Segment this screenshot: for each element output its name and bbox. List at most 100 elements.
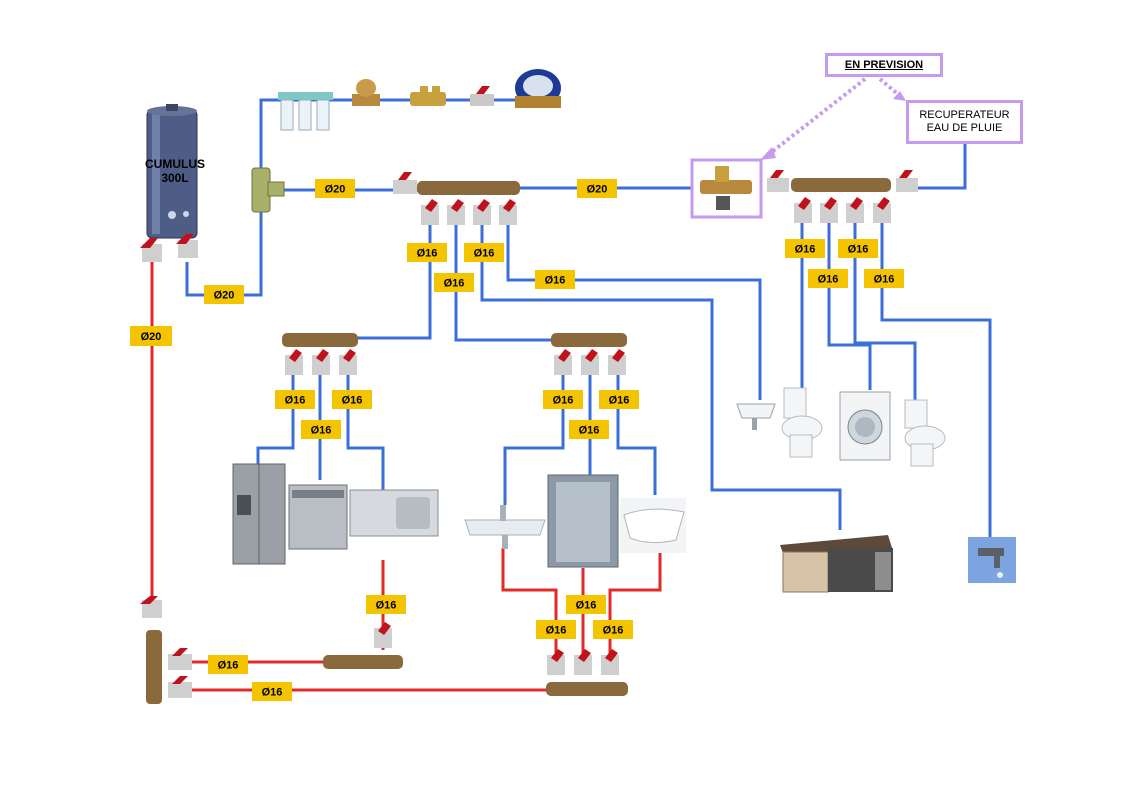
label-d20: Ø20 <box>577 179 617 198</box>
svg-text:Ø16: Ø16 <box>444 278 465 290</box>
arrow-head-recuperator <box>893 91 906 101</box>
label-d20: Ø20 <box>204 285 244 304</box>
label-d16: Ø16 <box>536 620 576 639</box>
arrow-to-recuperator <box>878 77 902 98</box>
garden-shed-icon <box>780 535 893 593</box>
svg-text:Ø16: Ø16 <box>874 274 895 286</box>
water-heater-label-line2: 300L <box>161 171 189 185</box>
label-d16: Ø16 <box>535 270 575 289</box>
washing-machine-icon <box>839 391 891 461</box>
cold-tank-feed <box>185 193 263 297</box>
check-valve-icon <box>410 86 446 106</box>
svg-text:Ø16: Ø16 <box>285 395 306 407</box>
svg-text:Ø16: Ø16 <box>376 600 397 612</box>
label-d16: Ø16 <box>464 243 504 262</box>
cold-branch-bath-manifold <box>454 222 560 342</box>
water-filters-icon <box>278 92 333 131</box>
svg-text:Ø20: Ø20 <box>141 331 162 343</box>
label-d16: Ø16 <box>569 420 609 439</box>
svg-text:Ø16: Ø16 <box>311 425 332 437</box>
svg-text:Ø16: Ø16 <box>474 248 495 260</box>
svg-text:Ø16: Ø16 <box>218 660 239 672</box>
label-d16: Ø16 <box>208 655 248 674</box>
cold-drop-sink <box>346 372 385 490</box>
hot-manifold-kitchen <box>323 622 403 669</box>
en-prevision-note: EN PREVISION <box>825 53 943 77</box>
arrow-head-disconnector <box>760 147 776 160</box>
rainwater-recuperator-line1: RECUPERATEUR <box>919 109 1010 121</box>
cold-drop-fridge <box>256 372 295 465</box>
backflow-disconnector-icon <box>690 158 763 219</box>
bathroom-basin-icon <box>464 505 546 549</box>
rainwater-recuperator-box: RECUPERATEUR EAU DE PLUIE <box>906 100 1023 144</box>
svg-text:Ø16: Ø16 <box>795 244 816 256</box>
svg-text:Ø20: Ø20 <box>214 290 235 302</box>
cold-branch-shed <box>480 222 842 530</box>
ball-valve-icon <box>470 86 494 106</box>
svg-text:Ø16: Ø16 <box>609 395 630 407</box>
tank-valve-cold-icon <box>176 234 198 258</box>
cold-pipes <box>185 98 992 540</box>
svg-text:Ø16: Ø16 <box>262 687 283 699</box>
svg-text:Ø16: Ø16 <box>342 395 363 407</box>
label-d16: Ø16 <box>301 420 341 439</box>
label-d20: Ø20 <box>315 179 355 198</box>
cold-branch-washbasin <box>506 222 762 400</box>
toilet-2-icon <box>904 399 946 467</box>
svg-text:Ø16: Ø16 <box>417 248 438 260</box>
cold-manifold-right <box>767 170 918 223</box>
outdoor-tap-icon <box>968 537 1016 583</box>
label-d16: Ø16 <box>332 390 372 409</box>
label-d16: Ø16 <box>366 595 406 614</box>
label-d16: Ø16 <box>566 595 606 614</box>
tank-valve-hot-icon <box>140 238 162 262</box>
label-d16: Ø16 <box>543 390 583 409</box>
svg-text:Ø16: Ø16 <box>848 244 869 256</box>
washbasin-small-icon <box>736 403 776 430</box>
svg-text:Ø20: Ø20 <box>325 184 346 196</box>
cold-drop-bathtub <box>616 372 657 495</box>
cold-manifold-bath <box>551 333 627 375</box>
svg-text:Ø20: Ø20 <box>587 184 608 196</box>
cold-manifold-main <box>393 172 520 225</box>
label-d16: Ø16 <box>808 269 848 288</box>
bathtub-icon <box>620 498 686 553</box>
svg-text:Ø16: Ø16 <box>579 425 600 437</box>
rainwater-recuperator-line2: EAU DE PLUIE <box>926 122 1003 134</box>
label-d16: Ø16 <box>785 239 825 258</box>
label-d16: Ø16 <box>407 243 447 262</box>
filter-chain <box>278 69 561 131</box>
water-heater-label-line1: CUMULUS <box>145 157 205 171</box>
svg-text:Ø16: Ø16 <box>553 395 574 407</box>
svg-text:Ø16: Ø16 <box>603 625 624 637</box>
arrow-to-disconnector <box>766 77 867 157</box>
label-d16: Ø16 <box>593 620 633 639</box>
label-d16: Ø16 <box>864 269 904 288</box>
label-d16: Ø16 <box>275 390 315 409</box>
water-heater <box>146 104 198 239</box>
refrigerator-icon <box>232 463 286 565</box>
pipe-labels: Ø20 Ø20 Ø20 Ø20 Ø16 Ø16 Ø16 Ø16 Ø16 Ø16 … <box>130 179 904 701</box>
hot-manifold-bath <box>546 649 628 696</box>
svg-text:Ø16: Ø16 <box>576 600 597 612</box>
cold-drop-wc2 <box>853 222 917 405</box>
svg-text:Ø16: Ø16 <box>546 625 567 637</box>
dishwasher-icon <box>288 484 348 550</box>
tee-fitting-icon <box>251 167 285 213</box>
cold-manifold-kitchen <box>282 333 358 375</box>
rainwater-pipe <box>915 140 967 190</box>
cold-branch-kitchen-manifold <box>345 222 432 340</box>
shower-icon <box>547 474 619 568</box>
label-d16: Ø16 <box>252 682 292 701</box>
svg-text:Ø16: Ø16 <box>545 275 566 287</box>
label-d16: Ø16 <box>838 239 878 258</box>
label-d16: Ø16 <box>434 273 474 292</box>
hot-manifold-main <box>140 596 192 704</box>
hot-rise-bathtub <box>608 553 662 658</box>
label-d16: Ø16 <box>599 390 639 409</box>
kitchen-sink-icon <box>349 489 439 537</box>
pressure-reducer-icon <box>352 79 380 106</box>
water-heater-label: CUMULUS 300L <box>140 157 210 185</box>
cold-drop-basin <box>503 372 565 505</box>
